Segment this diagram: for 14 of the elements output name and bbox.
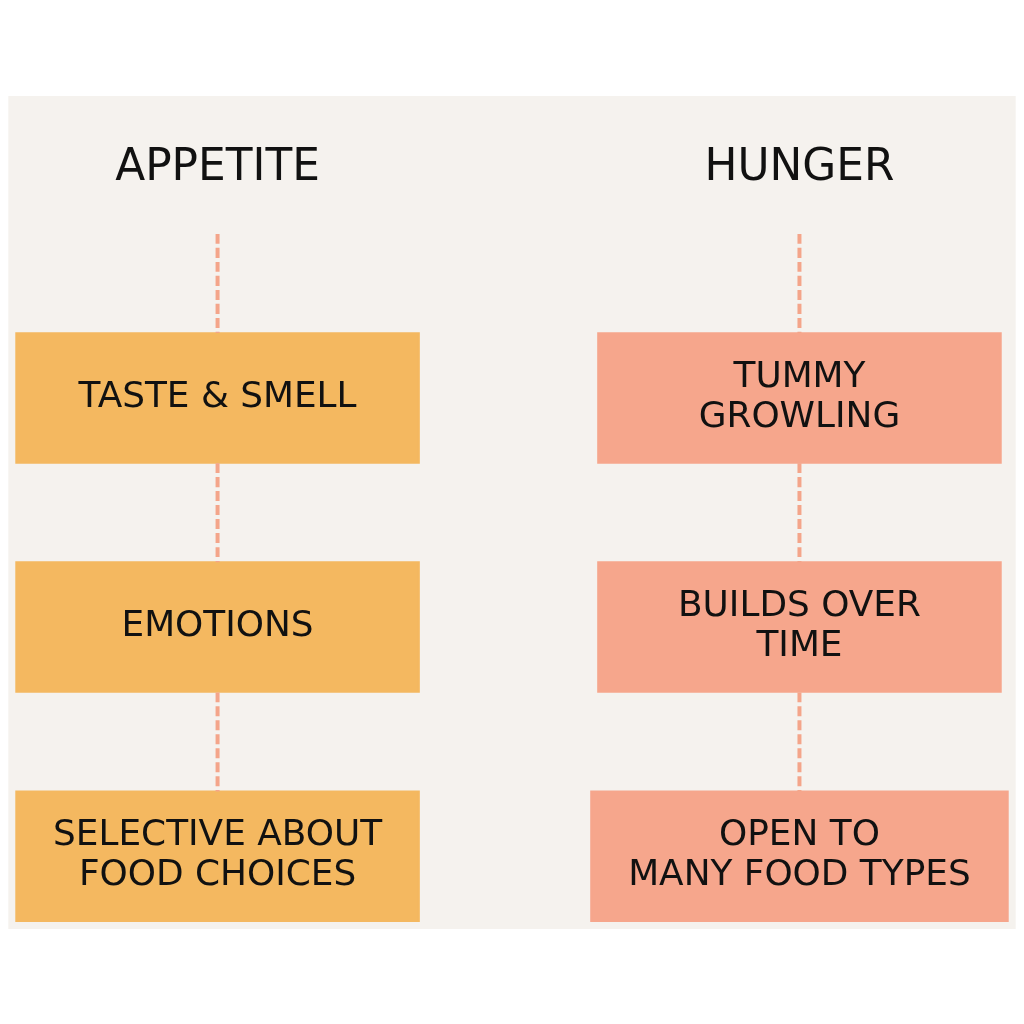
connector (215, 462, 220, 562)
connector (797, 233, 802, 333)
node-box: TUMMY GROWLING (597, 331, 1002, 464)
connector (215, 691, 220, 791)
node-box: OPEN TO MANY FOOD TYPES (590, 790, 1009, 922)
node-text: HUNGER (704, 138, 895, 190)
node-box: EMOTIONS (15, 560, 420, 693)
node-box: SELECTIVE ABOUT FOOD CHOICES (15, 790, 420, 922)
node-box: BUILDS OVER TIME (597, 560, 1002, 693)
node-box: TASTE & SMELL (15, 331, 420, 464)
connector (797, 462, 802, 562)
connector (215, 233, 220, 333)
connector (797, 691, 802, 791)
node-text: APPETITE (115, 138, 320, 190)
